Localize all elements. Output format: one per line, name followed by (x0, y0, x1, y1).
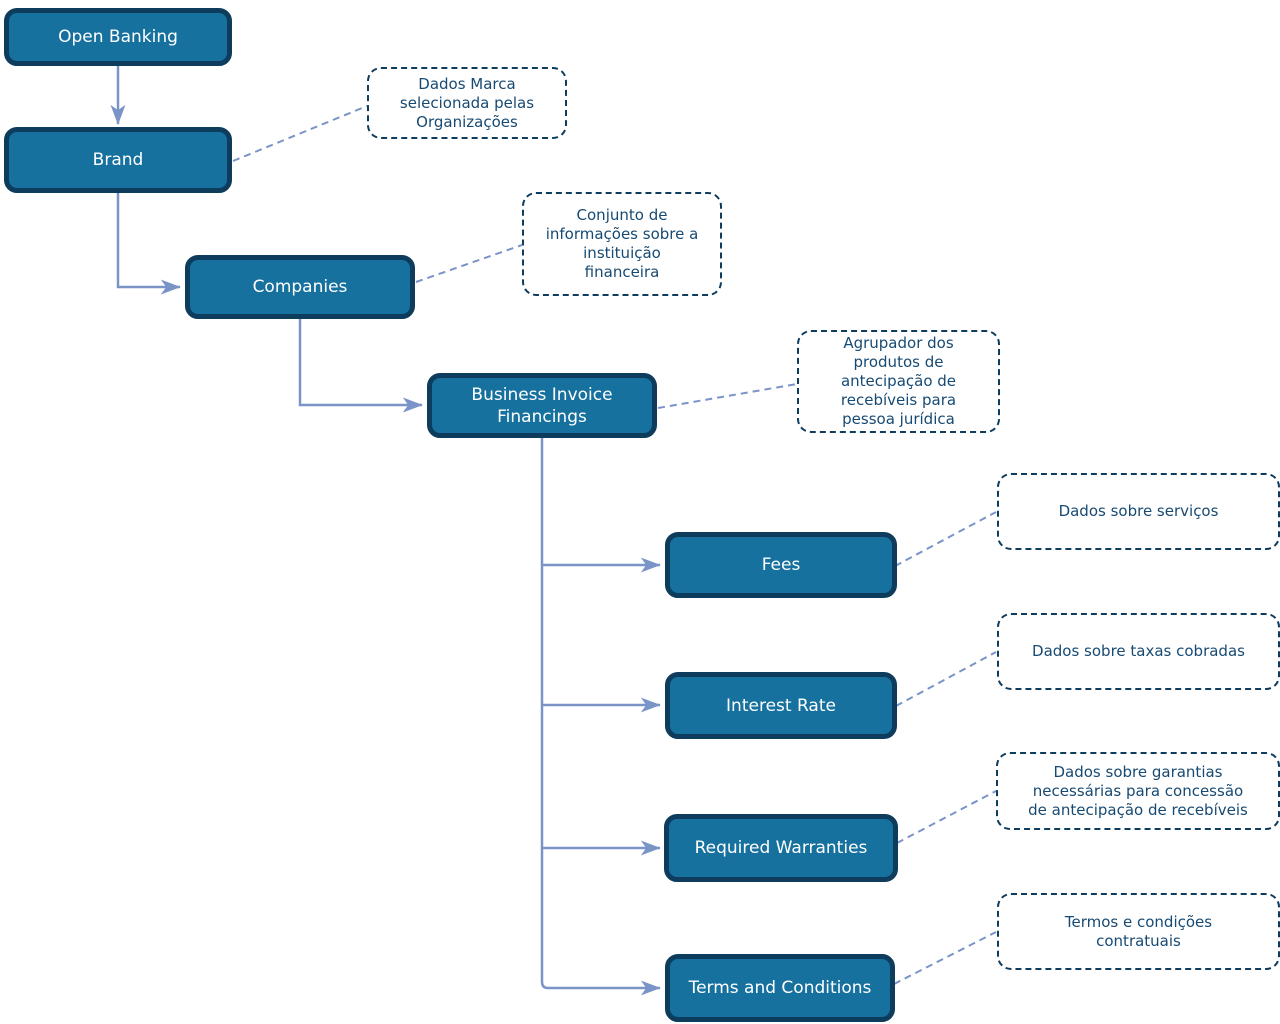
annotation-required-warranties-text: Dados sobre garantias necessárias para c… (1028, 762, 1248, 819)
callout-line-required-warranties (896, 790, 997, 844)
connector-brand-companies (116, 193, 181, 295)
annotation-terms-and-conditions-text: Termos e condições contratuais (1064, 912, 1213, 950)
callout-line-companies (415, 244, 523, 283)
annotation-companies-text: Conjunto de informações sobre a institui… (545, 206, 699, 281)
node-brand: Brand (4, 127, 232, 193)
node-companies-label: Companies (252, 277, 348, 297)
annotation-business-invoice-financings: Agrupador dos produtos de antecipação de… (797, 330, 1000, 433)
node-business-invoice-financings: Business Invoice Financings (427, 373, 657, 438)
callout-line-interest-rate (895, 651, 997, 707)
node-terms-and-conditions: Terms and Conditions (665, 954, 895, 1022)
annotation-brand-text: Dados Marca selecionada pelas Organizaçõ… (399, 74, 535, 131)
annotation-fees: Dados sobre serviços (997, 473, 1280, 550)
annotation-interest-rate: Dados sobre taxas cobradas (997, 613, 1280, 690)
annotation-fees-text: Dados sobre serviços (1058, 502, 1219, 520)
annotation-business-invoice-financings-text: Agrupador dos produtos de antecipação de… (840, 334, 957, 428)
node-interest-rate: Interest Rate (665, 672, 897, 739)
node-fees: Fees (665, 532, 897, 598)
callout-line-terms-and-conditions (893, 931, 997, 985)
node-required-warranties-label: Required Warranties (694, 838, 868, 858)
annotation-brand: Dados Marca selecionada pelas Organizaçõ… (367, 67, 567, 139)
annotation-interest-rate-text: Dados sobre taxas cobradas (1032, 642, 1245, 660)
node-companies: Companies (185, 255, 415, 319)
node-interest-rate-label: Interest Rate (726, 695, 836, 716)
node-required-warranties: Required Warranties (664, 814, 898, 882)
node-brand-label: Brand (92, 150, 144, 170)
annotation-required-warranties: Dados sobre garantias necessárias para c… (996, 752, 1280, 830)
callout-line-business-invoice-financings (657, 383, 798, 409)
annotation-companies: Conjunto de informações sobre a institui… (522, 192, 722, 296)
connector-trunk-terms-and-conditions (540, 438, 661, 996)
callout-line-brand (232, 105, 368, 162)
node-business-invoice-financings-label: Business Invoice Financings (471, 384, 613, 427)
annotation-terms-and-conditions: Termos e condições contratuais (997, 893, 1280, 970)
node-open-banking-label: Open Banking (58, 27, 178, 47)
callout-line-fees (894, 511, 997, 567)
node-fees-label: Fees (761, 555, 801, 575)
node-open-banking: Open Banking (4, 8, 232, 66)
connector-companies-business-invoice-financings (298, 319, 423, 413)
node-terms-and-conditions-label: Terms and Conditions (688, 978, 872, 998)
